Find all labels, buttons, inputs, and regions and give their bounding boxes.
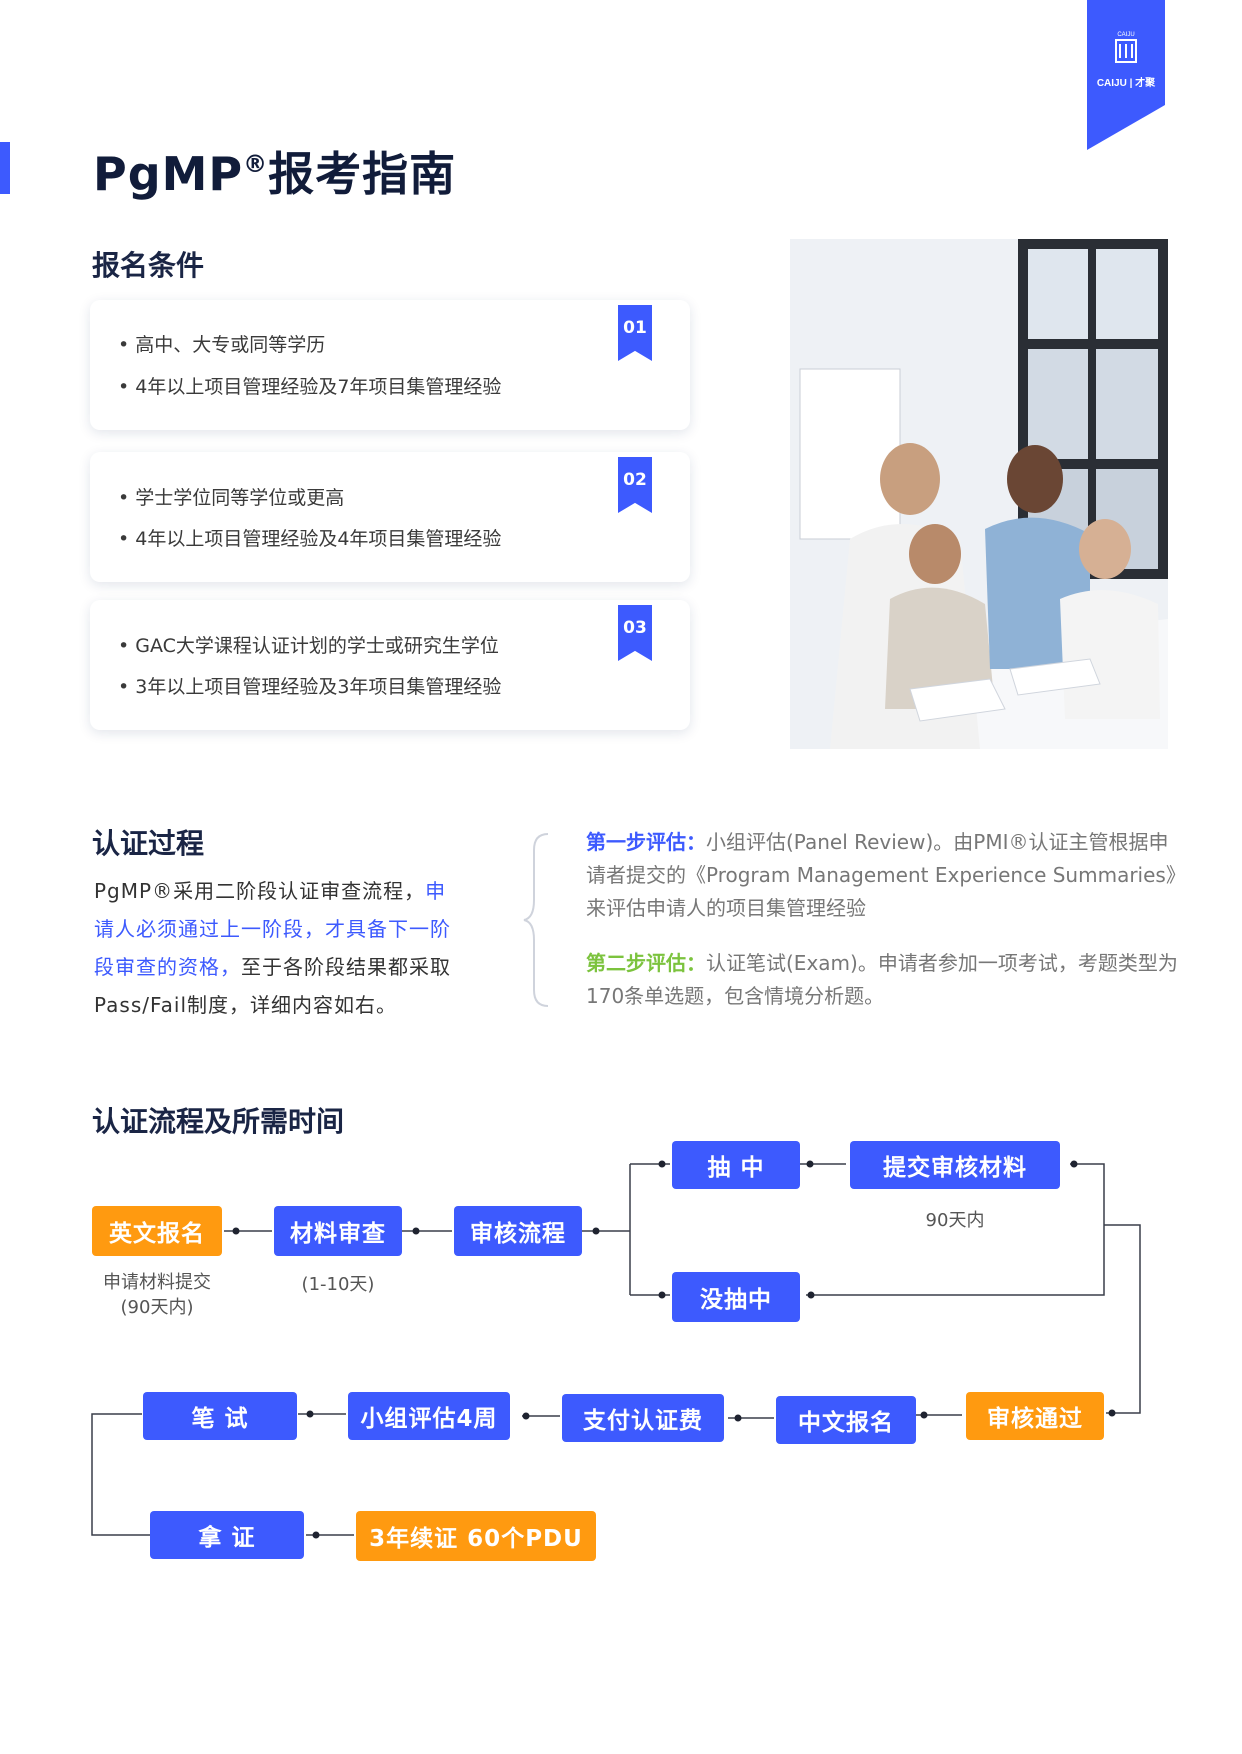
process-description: PgMP®采用二阶段认证审查流程，申请人必须通过上一阶段，才具备下一阶段审查的资…	[94, 879, 451, 1017]
logo-small-text: CAIJU	[1117, 32, 1134, 38]
conditions-heading: 报名条件	[92, 249, 205, 282]
flow-box-panel-eval: 小组评估4周	[348, 1392, 510, 1440]
process-heading: 认证过程	[92, 827, 205, 860]
flow-box-exam: 笔 试	[143, 1392, 297, 1440]
caption-en-signup-days: (90天内)	[120, 1297, 194, 1318]
step-two-text: 第二步评估：认证笔试(Exam)。申请者参加一项考试，考题类型为170条单选题，…	[586, 951, 1178, 1008]
flow-box-submit-materials: 提交审核材料	[850, 1141, 1060, 1189]
step-one-text: 第一步评估：小组评估(Panel Review)。由PMI®认证主管根据申请者提…	[586, 830, 1186, 920]
condition-line: • 4年以上项目管理经验及7年项目集管理经验	[118, 376, 502, 398]
page-title: PgMP®报考指南	[93, 147, 457, 201]
caiju-logo: CAIJU CAIJU | 才聚	[1087, 0, 1165, 150]
flow-heading: 认证流程及所需时间	[92, 1105, 345, 1138]
caption-en-signup: 申请材料提交	[103, 1272, 211, 1293]
flow-box-en-signup: 英文报名	[92, 1206, 222, 1256]
card-number-badge: 02	[618, 457, 652, 513]
flow-box-selected: 抽 中	[672, 1141, 800, 1189]
flow-box-renew: 3年续证 60个PDU	[356, 1511, 596, 1561]
caption-material-review: (1-10天)	[301, 1274, 375, 1295]
flow-box-pay-fee: 支付认证费	[562, 1394, 724, 1442]
flow-box-material-review: 材料审查	[274, 1206, 402, 1256]
flow-box-not-selected: 没抽中	[672, 1272, 800, 1322]
condition-card-3: 03 • GAC大学课程认证计划的学士或研究生学位 • 3年以上项目管理经验及3…	[90, 600, 690, 730]
condition-card-1: 01 • 高中、大专或同等学历 • 4年以上项目管理经验及7年项目集管理经验	[90, 300, 690, 430]
condition-line: • 3年以上项目管理经验及3年项目集管理经验	[118, 676, 502, 698]
card-number-badge: 03	[618, 605, 652, 661]
curly-brace	[523, 833, 549, 1007]
condition-line: • 高中、大专或同等学历	[118, 334, 326, 356]
caption-submit-materials: 90天内	[925, 1210, 985, 1231]
flow-box-cn-signup: 中文报名	[776, 1396, 916, 1444]
flow-box-get-cert: 拿 证	[150, 1511, 304, 1559]
flow-box-review-process: 审核流程	[454, 1206, 582, 1256]
flow-box-approved: 审核通过	[966, 1392, 1104, 1440]
condition-line: • 学士学位同等学位或更高	[118, 487, 345, 509]
condition-card-2: 02 • 学士学位同等学位或更高 • 4年以上项目管理经验及4年项目集管理经验	[90, 452, 690, 582]
title-accent-bar	[0, 142, 10, 194]
condition-line: • 4年以上项目管理经验及4年项目集管理经验	[118, 528, 502, 550]
logo-main-text: CAIJU | 才聚	[1097, 76, 1156, 89]
team-meeting-photo	[790, 239, 1168, 749]
condition-line: • GAC大学课程认证计划的学士或研究生学位	[118, 635, 499, 657]
